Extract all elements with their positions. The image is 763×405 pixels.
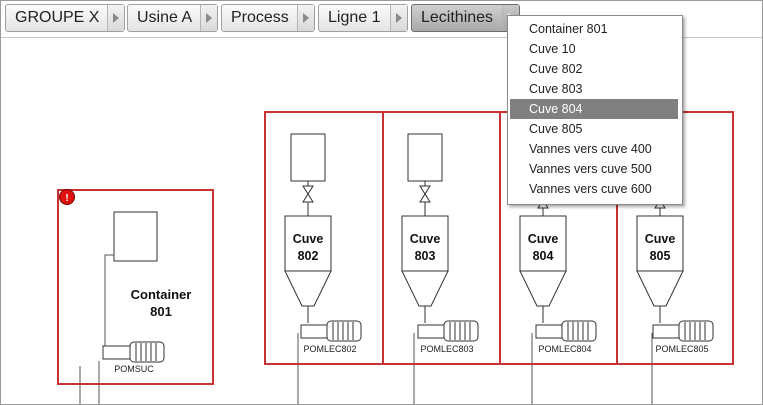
breadcrumb: GROUPE X Usine A Process Ligne 1 Lecithi… — [1, 1, 762, 37]
menu-item-cuve-803[interactable]: Cuve 803 — [529, 82, 583, 96]
svg-text:!: ! — [65, 193, 68, 204]
breadcrumb-item-label: Process — [231, 9, 289, 26]
tank-number: 803 — [415, 249, 436, 263]
chevron-right-icon[interactable] — [107, 5, 124, 31]
tank-cone — [401, 270, 449, 307]
menu-item-vannes-600[interactable]: Vannes vers cuve 600 — [529, 182, 652, 196]
container-title: Container — [131, 287, 192, 302]
menu-item-vannes-400[interactable]: Vannes vers cuve 400 — [529, 142, 652, 156]
menu-item-vannes-500[interactable]: Vannes vers cuve 500 — [529, 162, 652, 176]
breadcrumb-item-label: Usine A — [137, 9, 193, 26]
breadcrumb-item-process[interactable]: Process — [221, 4, 315, 32]
pump-label: POMLEC803 — [420, 344, 473, 354]
pump-label: POMLEC802 — [303, 344, 356, 354]
tank-body — [401, 215, 449, 272]
breadcrumb-item-label: GROUPE X — [15, 9, 100, 26]
menu-item-cuve-10[interactable]: Cuve 10 — [529, 42, 576, 56]
valve-icon[interactable] — [419, 181, 431, 216]
container-number: 801 — [150, 304, 172, 319]
menu-item-cuve-804[interactable]: Cuve 804 — [510, 99, 678, 119]
pump-icon[interactable] — [535, 320, 597, 342]
breadcrumb-dropdown-menu: Container 801 Cuve 10 Cuve 802 Cuve 803 … — [507, 15, 683, 205]
tank-name: Cuve — [410, 232, 441, 246]
pump-label: POMLEC804 — [538, 344, 591, 354]
tank-number: 802 — [298, 249, 319, 263]
tank-name: Cuve — [528, 232, 559, 246]
chevron-right-icon[interactable] — [390, 5, 407, 31]
tank-name: Cuve — [645, 232, 676, 246]
tank-cone — [284, 270, 332, 307]
breadcrumb-item-usine[interactable]: Usine A — [127, 4, 218, 32]
tank-group-frame — [264, 111, 734, 365]
valve-icon[interactable] — [302, 181, 314, 216]
breadcrumb-item-label: Ligne 1 — [328, 9, 381, 26]
tank-number: 805 — [650, 249, 671, 263]
container-box — [113, 211, 158, 262]
chevron-right-icon[interactable] — [297, 5, 314, 31]
tank-body — [519, 215, 567, 272]
pump-label: POMSUC — [114, 364, 154, 374]
pump-label: POMLEC805 — [655, 344, 708, 354]
breadcrumb-item-label: Lecithines — [421, 9, 494, 26]
container-801[interactable]: ! Container 801 POMSUC — [57, 189, 214, 385]
breadcrumb-item-ligne[interactable]: Ligne 1 — [318, 4, 408, 32]
menu-item-cuve-802[interactable]: Cuve 802 — [529, 62, 583, 76]
pump-icon[interactable] — [300, 320, 362, 342]
feed-box — [290, 133, 326, 182]
tank-number: 804 — [533, 249, 554, 263]
pump-icon[interactable] — [652, 320, 714, 342]
divider — [1, 37, 762, 38]
menu-item-cuve-805[interactable]: Cuve 805 — [529, 122, 583, 136]
tank-name: Cuve — [293, 232, 324, 246]
alarm-frame — [57, 189, 214, 385]
tank-body — [284, 215, 332, 272]
menu-item-container-801[interactable]: Container 801 — [529, 22, 608, 36]
tank-body — [636, 215, 684, 272]
feed-box — [407, 133, 443, 182]
pump-icon[interactable] — [417, 320, 479, 342]
alarm-badge-icon[interactable]: ! — [59, 189, 75, 205]
tank-cone — [519, 270, 567, 307]
breadcrumb-item-groupe[interactable]: GROUPE X — [5, 4, 125, 32]
tank-cone — [636, 270, 684, 307]
chevron-right-icon[interactable] — [200, 5, 217, 31]
pump-pomsuc-icon[interactable] — [102, 341, 165, 363]
